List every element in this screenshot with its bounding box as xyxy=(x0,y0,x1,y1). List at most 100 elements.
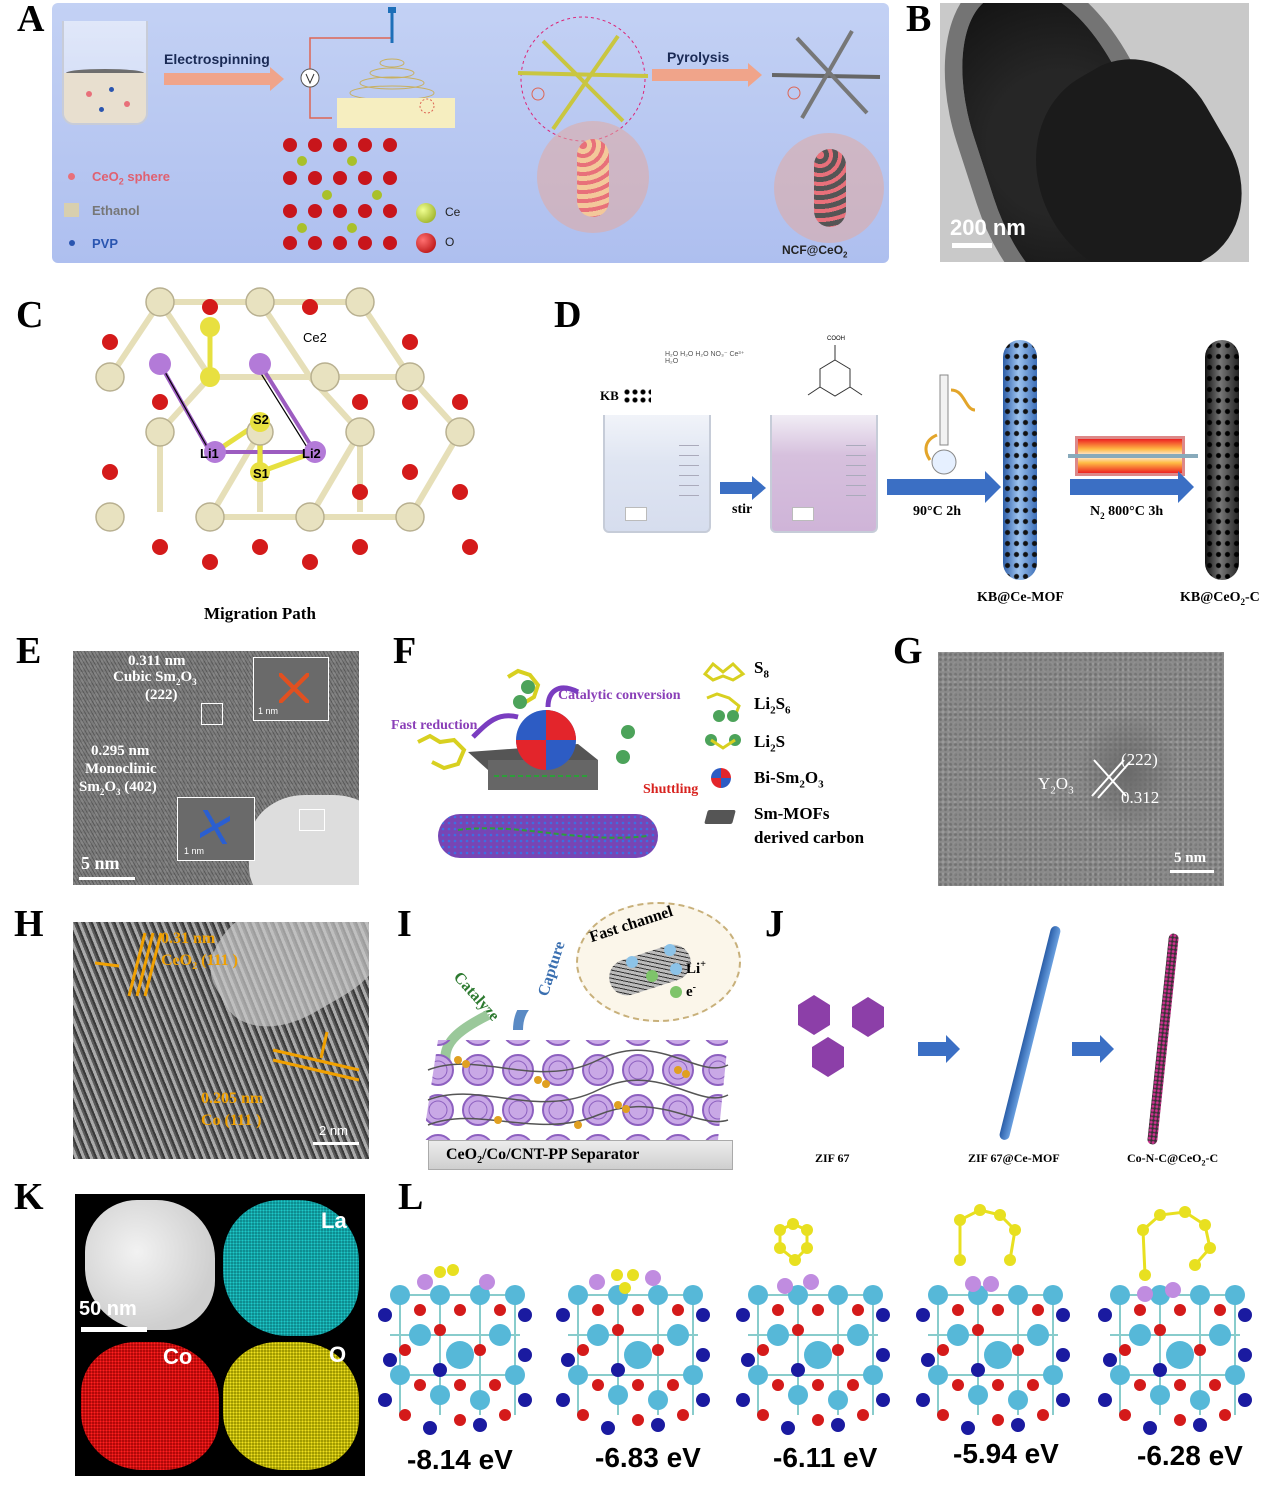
ceo2-crystal-structure xyxy=(283,138,397,250)
beaker-icon xyxy=(62,21,148,125)
zif67-label: ZIF 67 xyxy=(815,1151,850,1165)
panel-j-synthesis: ZIF 67 ZIF 67@Ce-MOF Co-N-C@CeO2-C xyxy=(770,925,1260,1175)
legend-s8: S8 xyxy=(754,658,769,681)
scale-bar-label: 5 nm xyxy=(1174,850,1207,866)
fast-reduction-label: Fast reduction xyxy=(391,718,478,733)
hkl-label: (222) xyxy=(1121,750,1158,769)
pvp-icon xyxy=(69,240,75,246)
energy-2: -6.83 eV xyxy=(595,1442,701,1473)
o-atom-icon xyxy=(416,233,436,253)
ce2-label: Ce2 xyxy=(303,330,327,345)
scale-bar-label: 5 nm xyxy=(81,853,120,873)
carbon-fiber-network xyxy=(772,30,881,119)
panel-h-hrtem: 0.31 nm CeO2 (111 ) 0.205 nm Co (111 ) 2… xyxy=(73,922,369,1159)
panel-label-a: A xyxy=(17,0,45,40)
o-map xyxy=(223,1342,359,1470)
phase2-label: Monoclinic xyxy=(85,761,157,777)
li1-label: Li1 xyxy=(200,446,219,461)
phase2b-label: Sm2O3 (402) xyxy=(79,779,157,797)
legend-li2s: Li2S xyxy=(754,732,786,755)
panel-a-schematic: Electrospinning Pyrolysis xyxy=(52,3,889,263)
d1-label: 0.31 nm xyxy=(161,930,216,947)
co-n-c-label: Co-N-C@CeO2-C xyxy=(1127,1151,1219,1168)
separator-label: CeO2/Co/CNT-PP Separator xyxy=(446,1146,640,1167)
li2s6-icon xyxy=(706,692,741,722)
arrow-right-icon xyxy=(652,69,750,81)
inset-box: 1 nm xyxy=(253,657,329,721)
panel-label-g: G xyxy=(893,630,923,672)
phase1-label: CeO2 (111 ) xyxy=(161,952,238,973)
scale-bar xyxy=(313,1142,359,1145)
panel-label-k: K xyxy=(14,1176,44,1218)
panel-label-b: B xyxy=(906,0,932,40)
step2-label: 90°C 2h xyxy=(913,504,961,519)
li-ion-icon xyxy=(670,963,682,975)
panel-k-eds-mapping: 50 nm La Co O xyxy=(75,1194,365,1476)
separator-surface xyxy=(423,1010,729,1140)
ce-atom-icon xyxy=(416,203,436,223)
bi-sm2o3-icon xyxy=(711,768,731,788)
haadf-image xyxy=(85,1200,215,1330)
ce-atom-label: Ce xyxy=(445,205,461,219)
capture-label: Capture xyxy=(534,939,569,999)
li2s-icon xyxy=(705,734,741,750)
phase-label: Y2O3 xyxy=(1038,774,1074,797)
d2-label: 0.205 nm xyxy=(201,1090,264,1107)
scale-bar-label: 200 nm xyxy=(950,215,1026,240)
legend-li2s6: Li2S6 xyxy=(754,694,791,717)
scale-bar xyxy=(952,243,992,248)
panel-label-i: I xyxy=(397,903,412,945)
pyrolysis-label: Pyrolysis xyxy=(667,49,730,65)
s2-label: S2 xyxy=(253,412,269,427)
scale-bar xyxy=(81,1327,147,1332)
li-label: Li+ xyxy=(686,959,706,977)
scale-bar xyxy=(1170,870,1214,873)
o-label: O xyxy=(329,1342,347,1367)
kb-label: KB xyxy=(600,388,619,403)
scale-bar-label: 50 nm xyxy=(79,1298,137,1320)
ethanol-swatch-icon xyxy=(64,203,79,217)
d1-label: 0.311 nm xyxy=(128,653,186,669)
legend-ethanol: Ethanol xyxy=(92,203,140,218)
li2-label: Li2 xyxy=(302,446,321,461)
shuttling-label: Shuttling xyxy=(643,782,699,797)
reflux-flask-icon xyxy=(924,374,976,475)
e-label: e- xyxy=(686,982,697,1000)
panel-label-e: E xyxy=(16,630,42,672)
legend-bi-sm2o3: Bi-Sm2O3 xyxy=(754,768,824,791)
stir-label: stir xyxy=(732,502,753,517)
la-label: La xyxy=(321,1208,347,1233)
legend-ceo2: CeO2 sphere xyxy=(92,169,170,187)
panel-label-j: J xyxy=(765,903,784,945)
zif67-ce-mof-rod xyxy=(998,925,1062,1141)
fiber-magnified xyxy=(537,121,649,233)
panel-label-c: C xyxy=(16,294,44,336)
separator-base xyxy=(428,1140,733,1170)
energy-1: -8.14 eV xyxy=(407,1444,513,1475)
cooh-label: COOH xyxy=(827,336,845,342)
inset-scale: 1 nm xyxy=(258,706,279,716)
panel-d-synthesis: KB H₂O H₂O H₂O NO₃⁻ Ce³⁺ H₂O stir COOH 9… xyxy=(600,336,1260,607)
beaker-icon xyxy=(603,415,711,533)
arrow-right-icon xyxy=(164,73,272,85)
panel-i-separator: Fast channel Li+ e- Catalyze Capture CeO… xyxy=(418,900,743,1172)
co-n-c-rod xyxy=(1146,933,1180,1145)
inset-scale: 1 nm xyxy=(184,846,205,856)
energy-4: -5.94 eV xyxy=(953,1438,1059,1469)
panel-label-h: H xyxy=(14,903,44,945)
s8-icon xyxy=(702,661,746,682)
phase1-label: Cubic Sm2O3 xyxy=(113,669,197,687)
arrow-right-icon xyxy=(720,482,754,494)
btc-molecule xyxy=(807,345,863,397)
legend-carbon-line2: derived carbon xyxy=(754,828,865,847)
kb-ce-mof-rod xyxy=(1003,340,1037,580)
zif67-ce-mof-label: ZIF 67@Ce-MOF xyxy=(968,1151,1060,1165)
scale-bar-label: 2 nm xyxy=(319,1123,348,1138)
panel-c-migration-path xyxy=(95,287,478,570)
energy-5: -6.28 eV xyxy=(1137,1440,1243,1471)
fiber-network xyxy=(517,16,649,142)
electrospinning-label: Electrospinning xyxy=(164,51,270,67)
d-label: 0.312 xyxy=(1121,788,1160,807)
arrow-right-icon xyxy=(1072,1042,1102,1056)
energy-3: -6.11 eV xyxy=(773,1442,878,1473)
